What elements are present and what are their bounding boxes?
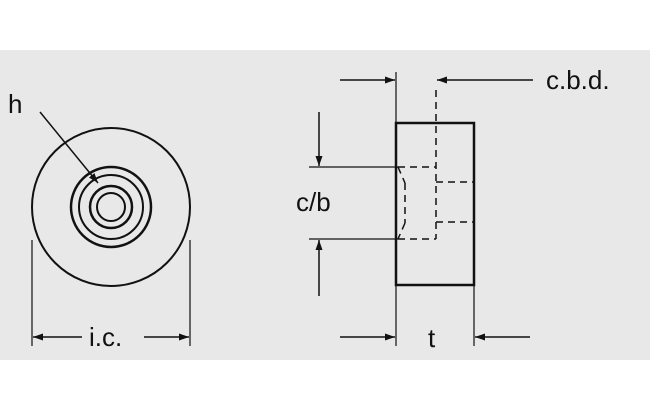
drawing-panel xyxy=(0,50,650,360)
front-view xyxy=(31,127,191,287)
counterbore-outer-circle xyxy=(69,165,153,249)
cb-label: c/b xyxy=(296,187,331,217)
counterbore-hidden-left-bottom xyxy=(397,222,406,240)
h-label: h xyxy=(8,89,22,119)
ic-label: i.c. xyxy=(89,322,122,352)
cbd-label: c.b.d. xyxy=(546,65,610,95)
counterbore-hidden-left-top xyxy=(397,166,406,184)
h-leader-arrow xyxy=(39,111,99,184)
counterbore-inner-circle xyxy=(78,174,144,240)
hole-outer-circle xyxy=(88,184,134,230)
hole-circle xyxy=(96,192,126,222)
side-view xyxy=(394,90,476,287)
hidden-lines xyxy=(397,90,474,240)
insert-side-body xyxy=(394,121,476,287)
insert-outer-circle xyxy=(31,127,191,287)
t-label: t xyxy=(428,323,436,353)
